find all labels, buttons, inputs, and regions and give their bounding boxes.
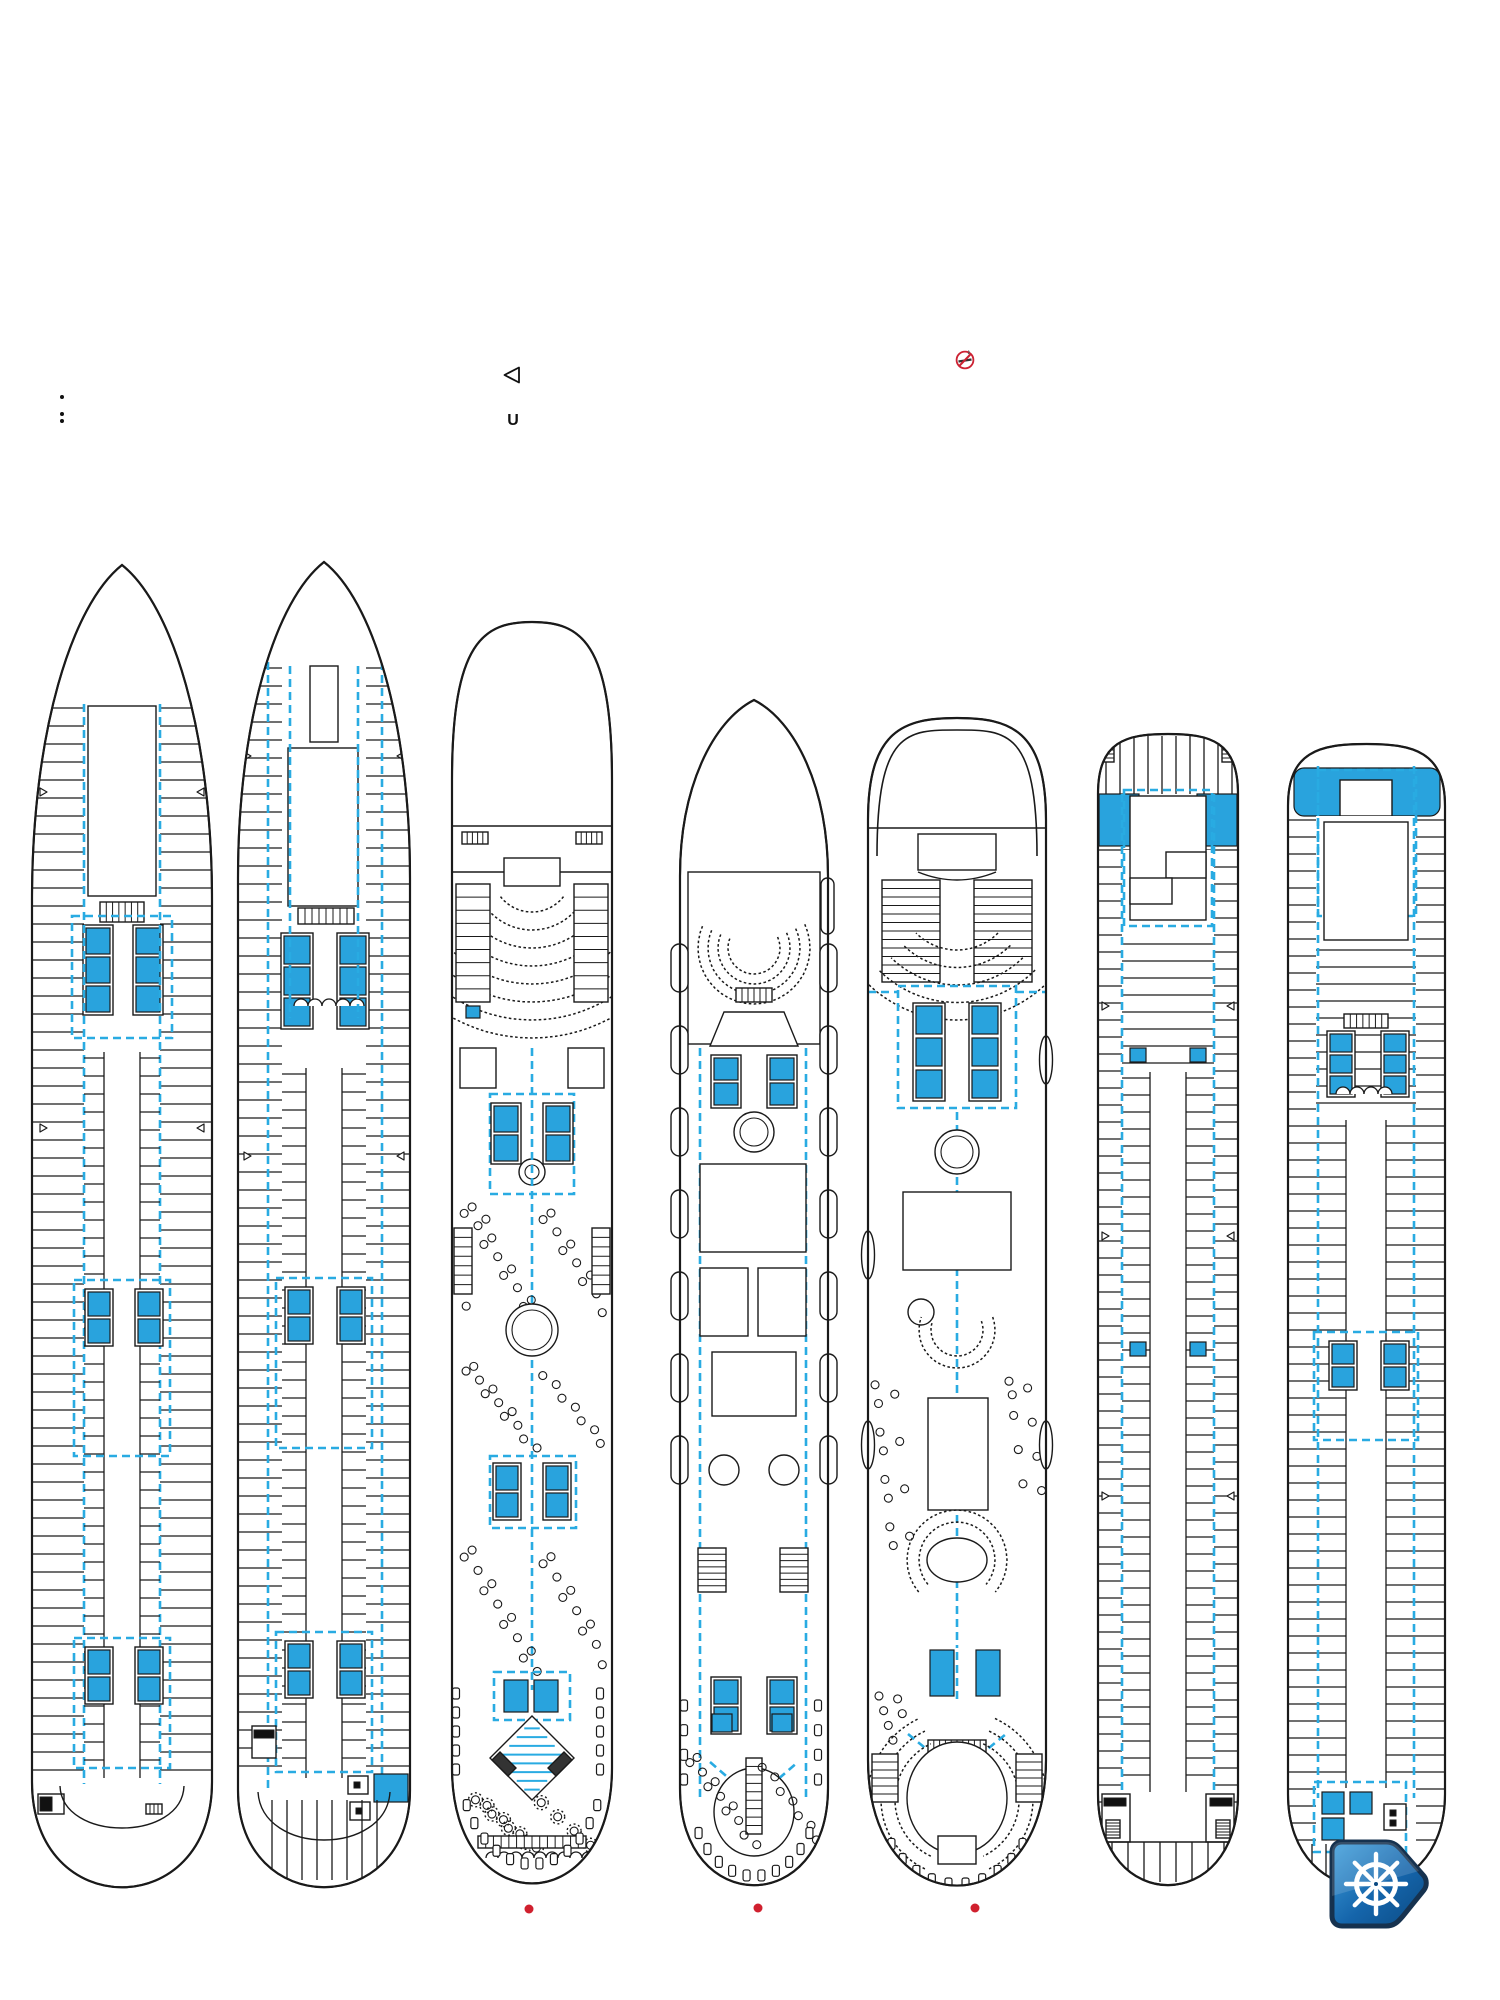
ship-2-deck-plan	[236, 560, 412, 1889]
no-smoking-icon	[955, 350, 975, 370]
page-marker-dots	[524, 1903, 980, 1914]
ship-1-deck-plan	[30, 563, 214, 1889]
helm-wheel-icon	[1343, 1851, 1409, 1917]
cursor-key-label: U	[507, 412, 519, 429]
ship-7-deck-plan	[1286, 742, 1447, 1889]
ship-5-deck-plan	[860, 716, 1054, 1887]
stray-text-dots	[60, 395, 64, 423]
cursor-triangle-icon	[503, 366, 520, 384]
ship-6-deck-plan	[1096, 732, 1240, 1887]
ship-4-deck-plan	[670, 698, 838, 1887]
ship-wheel-logo[interactable]	[1329, 1839, 1429, 1929]
ship-3-deck-plan	[450, 620, 614, 1885]
